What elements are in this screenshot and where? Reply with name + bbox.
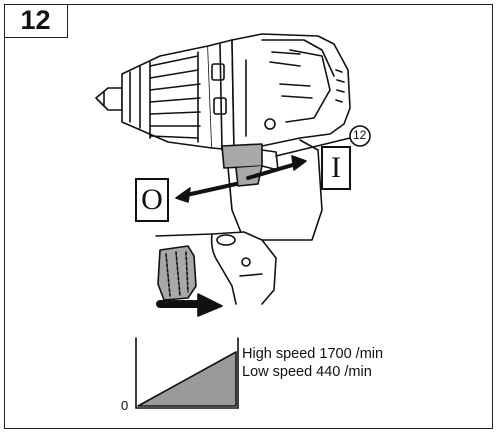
figure-frame	[4, 4, 493, 429]
drill-clutch-ring	[207, 39, 235, 151]
speed-graph	[135, 337, 239, 409]
arrow-reverse	[175, 182, 238, 203]
high-speed-label: High speed 1700 /min	[242, 346, 384, 362]
drill-chuck	[121, 45, 213, 149]
callout-number: 12	[353, 128, 367, 142]
low-speed-label: Low speed 440 /min	[242, 364, 372, 380]
figure-number: 12	[4, 4, 68, 38]
callout-circle	[349, 125, 371, 147]
arrow-forward	[246, 155, 307, 180]
graph-origin-label: 0	[121, 398, 129, 413]
callout-leader	[275, 137, 351, 157]
drill-chuck-tip	[95, 87, 123, 111]
arrow-trigger-pull	[156, 293, 223, 317]
on-position-label: I	[321, 146, 351, 190]
forward-reverse-switch	[221, 143, 279, 187]
trigger	[157, 245, 197, 301]
speed-ramp	[137, 351, 237, 407]
off-position-label: O	[135, 178, 169, 222]
drill-body	[231, 33, 351, 151]
